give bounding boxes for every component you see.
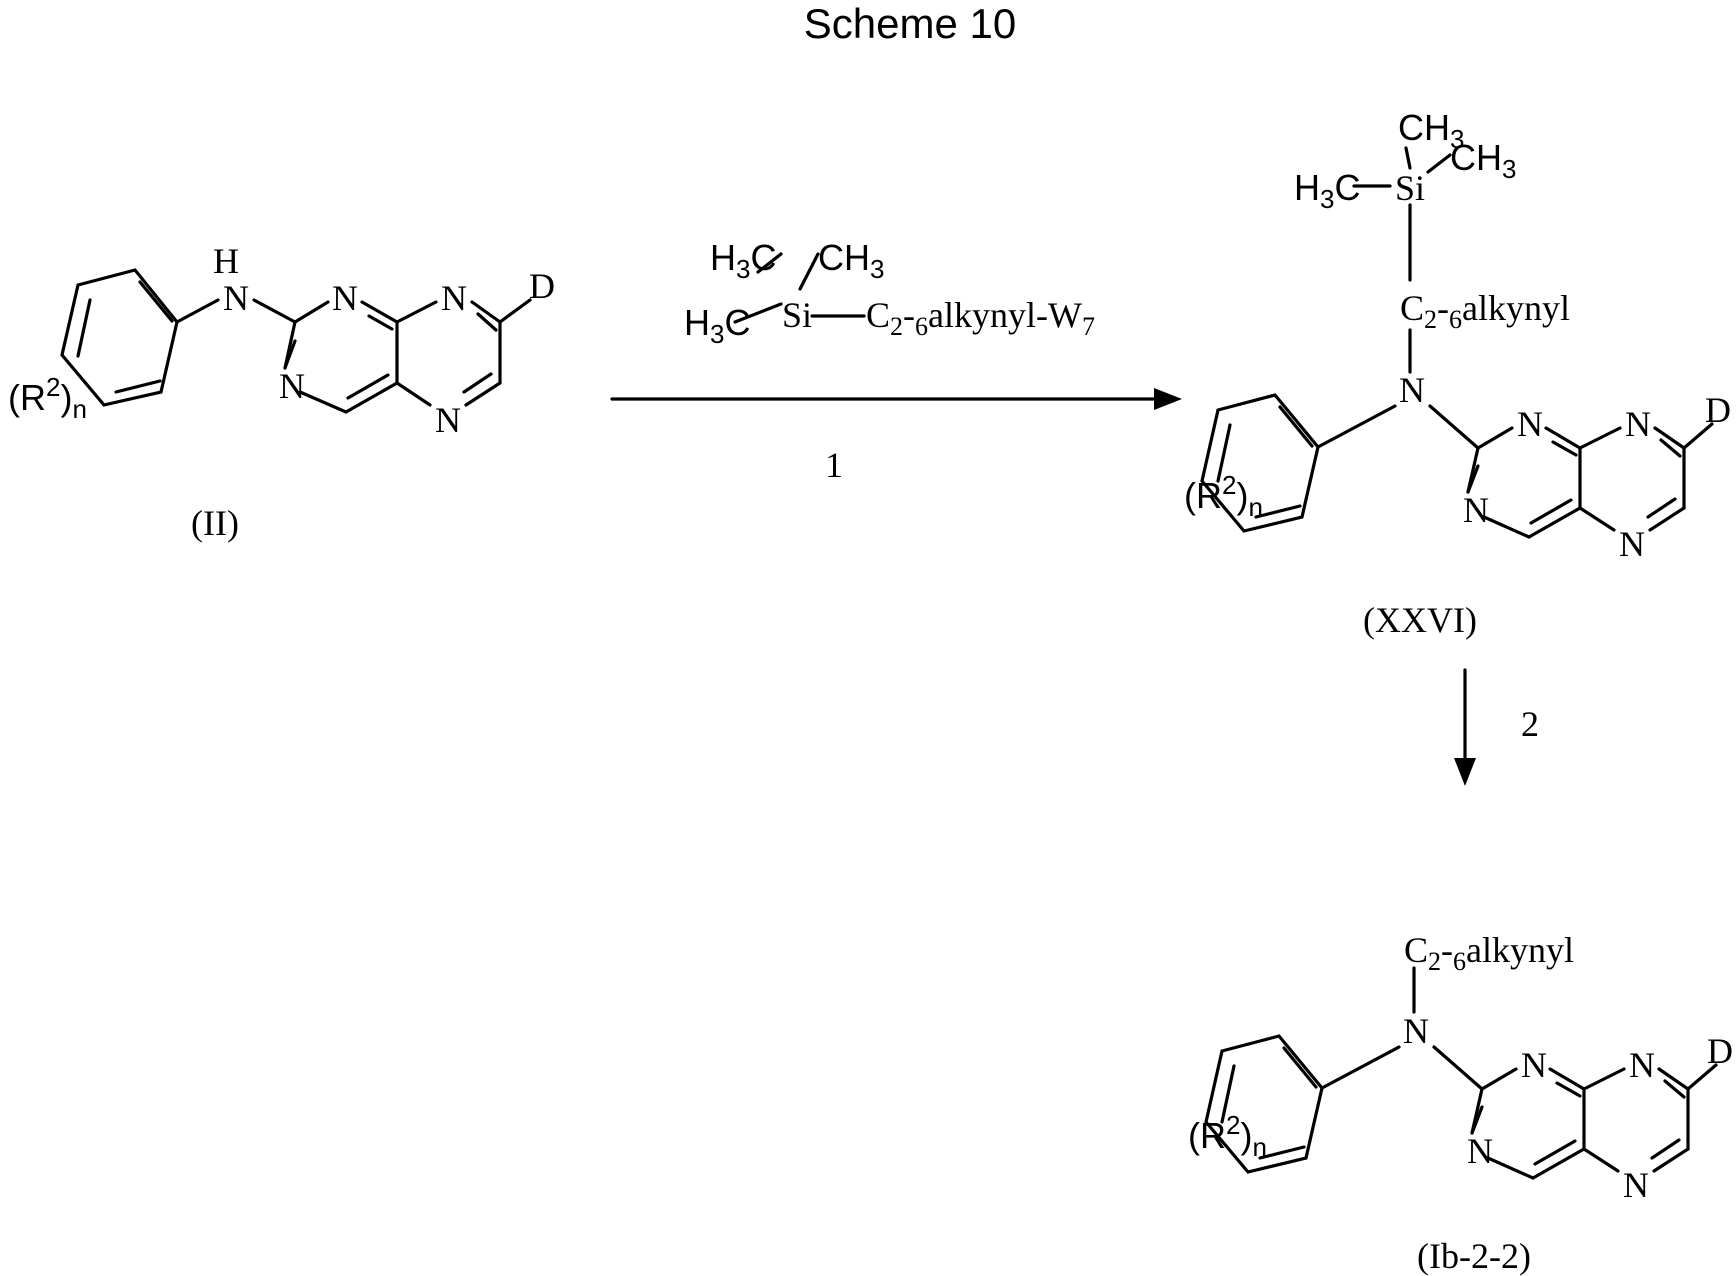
step-1-label: 1 [825, 445, 843, 485]
compound-ib-2-2-label: (Ib-2-2) [1417, 1236, 1531, 1276]
xxvi-si-label: Si [1395, 168, 1425, 208]
c2-nh-h-label: H [213, 241, 239, 281]
xxvi-n-amine-label: N [1399, 370, 1425, 410]
ib-r2n-label: (R2)n [1188, 1110, 1267, 1162]
reagent-h3c-bottom: H3C [684, 302, 750, 349]
c2-n5-label: N [435, 400, 461, 440]
scheme-title: Scheme 10 [804, 0, 1016, 47]
xxvi-h3c-left: H3C [1294, 167, 1360, 214]
c2-r2n-label: (R2)n [8, 372, 87, 424]
xxvi-ch3-right: CH3 [1450, 137, 1516, 184]
xxvi-r2n-label: (R2)n [1184, 470, 1263, 522]
compound-ii-label: (II) [191, 503, 239, 543]
c2-n1-label: N [332, 278, 358, 318]
xxvi-d-label: D [1705, 390, 1731, 430]
ib-n5-label: N [1623, 1165, 1649, 1205]
compound-xxvi-label: (XXVI) [1363, 600, 1477, 640]
c2-n3-label: N [279, 366, 305, 406]
c2-nh-n-label: N [223, 278, 249, 318]
xxvi-alkynyl-label: C2-6alkynyl [1400, 288, 1570, 334]
ib-d-label: D [1707, 1031, 1733, 1071]
xxvi-n8-label: N [1625, 404, 1651, 444]
xxvi-n1-label: N [1517, 404, 1543, 444]
ib-n1-label: N [1521, 1045, 1547, 1085]
reaction-arrow-1 [612, 388, 1182, 410]
c2-n8-label: N [441, 278, 467, 318]
reaction-arrow-2 [1454, 670, 1476, 786]
xxvi-n5-label: N [1619, 524, 1645, 564]
c2-d-label: D [529, 266, 555, 306]
step-2-label: 2 [1521, 704, 1539, 744]
ib-n8-label: N [1629, 1045, 1655, 1085]
reagent-ch3-top: CH3 [818, 237, 884, 284]
reagent-alkynyl-label: C2-6alkynyl-W7 [866, 295, 1095, 341]
xxvi-n3-label: N [1463, 490, 1489, 530]
reagent-h3c-top: H3C [710, 237, 776, 284]
ib-alkynyl-label: C2-6alkynyl [1404, 930, 1574, 976]
ib-n-amine-label: N [1403, 1011, 1429, 1051]
reagent-si-label: Si [782, 295, 812, 335]
ib-n3-label: N [1467, 1131, 1493, 1171]
compound-xxvi-structure [1202, 148, 1712, 537]
